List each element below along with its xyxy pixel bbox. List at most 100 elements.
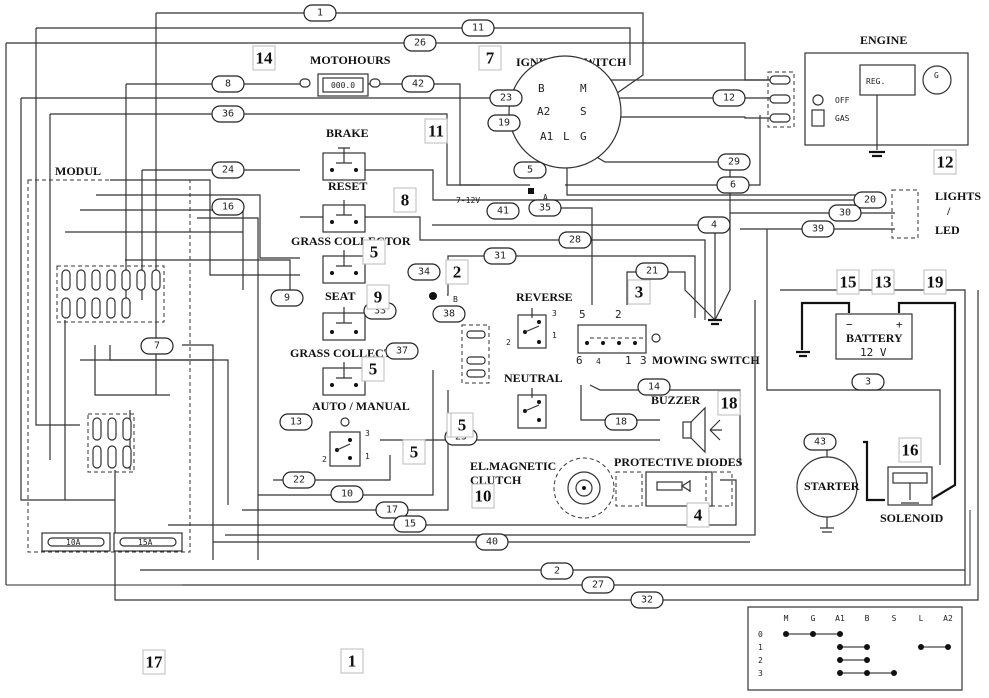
wire-label: 26: [403, 34, 437, 52]
svg-text:GAS: GAS: [835, 114, 850, 123]
svg-text:REG.: REG.: [866, 77, 885, 86]
table-contact-dot: [864, 670, 870, 676]
table-contact-dot: [864, 644, 870, 650]
svg-text:9: 9: [284, 293, 290, 304]
svg-text:35: 35: [539, 203, 551, 214]
svg-text:34: 34: [418, 267, 430, 278]
starter: STARTER: [796, 440, 885, 533]
svg-text:15: 15: [404, 519, 416, 530]
svg-text:14: 14: [256, 49, 274, 68]
wire-label: 38: [432, 305, 466, 323]
engine: ENGINE REG. G OFF GAS: [767, 33, 969, 158]
callout-number: 18: [717, 390, 741, 416]
wire-label: 1: [303, 4, 337, 22]
svg-text:STARTER: STARTER: [804, 479, 860, 493]
reset-switch: RESET: [322, 179, 367, 233]
wire-label: 16: [211, 198, 245, 216]
svg-text:8: 8: [401, 191, 410, 210]
wire-label: 29: [717, 153, 751, 171]
el-magnetic-clutch: EL.MAGNETIC CLUTCH: [470, 457, 615, 519]
mowing-switch: 5 2 6 4 1 3 MOWING SWITCH: [576, 308, 760, 367]
svg-text:32: 32: [641, 595, 653, 606]
callout-number: 5: [362, 239, 386, 265]
wire-label: 36: [211, 105, 245, 123]
svg-text:26: 26: [414, 38, 426, 49]
callout-number: 8: [393, 187, 417, 213]
svg-text:30: 30: [839, 208, 851, 219]
callout-number: 13: [871, 269, 895, 295]
wire-label: 3: [851, 373, 885, 391]
wire-label: 30: [828, 204, 862, 222]
svg-text:A2: A2: [537, 105, 550, 118]
wire-label: 37: [385, 342, 419, 360]
callout-number: 9: [366, 284, 390, 310]
svg-text:5: 5: [579, 308, 586, 321]
svg-text:EL.MAGNETIC: EL.MAGNETIC: [470, 459, 556, 473]
svg-text:M: M: [580, 82, 587, 95]
connector-2: [461, 324, 490, 384]
wire-label: 21: [635, 262, 669, 280]
svg-text:+: +: [896, 318, 903, 331]
svg-text:13: 13: [290, 417, 302, 428]
svg-text:40: 40: [486, 537, 498, 548]
svg-text:1: 1: [317, 8, 323, 19]
lights-connector: LIGHTS / LED: [891, 189, 981, 239]
wire-label: 9: [270, 289, 304, 307]
svg-text:29: 29: [728, 157, 740, 168]
wire-label: 43: [803, 433, 837, 451]
svg-text:7-12V: 7-12V: [456, 196, 480, 205]
svg-text:RESET: RESET: [328, 179, 367, 193]
svg-text:10: 10: [475, 487, 492, 506]
svg-text:8: 8: [225, 79, 231, 90]
svg-text:−: −: [846, 318, 853, 331]
junction-b: B: [429, 292, 458, 304]
svg-text:BATTERY: BATTERY: [846, 331, 903, 345]
ignition-switch: IGNITION SWITCH B M A2 S A1 L G: [508, 55, 627, 169]
svg-text:11: 11: [472, 23, 484, 34]
wire-label: 4: [697, 216, 731, 234]
table-row-label: 2: [758, 656, 763, 665]
wire-label: 12: [712, 89, 746, 107]
svg-text:15: 15: [840, 273, 857, 292]
table-column-header: G: [811, 614, 816, 623]
svg-text:17: 17: [146, 653, 164, 672]
svg-text:REVERSE: REVERSE: [516, 290, 573, 304]
wire-label: 11: [461, 19, 495, 37]
callout-number: 16: [898, 437, 922, 463]
callout-number: 14: [252, 45, 276, 71]
modul-label: MODUL: [55, 164, 101, 178]
table-contact-dot: [837, 670, 843, 676]
svg-text:G: G: [934, 71, 939, 80]
svg-text:3: 3: [365, 429, 370, 438]
svg-text:3: 3: [635, 283, 644, 302]
svg-text:B: B: [538, 82, 545, 95]
svg-text:A1: A1: [540, 130, 553, 143]
battery: − + BATTERY 12 V: [796, 301, 957, 501]
svg-text:5: 5: [527, 165, 533, 176]
svg-text:18: 18: [721, 394, 738, 413]
table-column-header: L: [919, 614, 924, 623]
svg-text:16: 16: [902, 441, 919, 460]
svg-text:4: 4: [596, 357, 601, 366]
table-contact-dot: [837, 631, 843, 637]
svg-text:17: 17: [386, 505, 398, 516]
svg-text:G: G: [580, 130, 587, 143]
svg-text:B: B: [453, 295, 458, 304]
svg-text:2: 2: [453, 263, 462, 282]
wire-label: 34: [407, 263, 441, 281]
svg-text:1: 1: [552, 331, 557, 340]
callout-number: 7: [478, 45, 502, 71]
wire-label: 27: [581, 576, 615, 594]
brake-switch: BRAKE: [322, 126, 369, 181]
svg-text:2: 2: [615, 308, 622, 321]
table-row-label: 1: [758, 643, 763, 652]
svg-text:LIGHTS: LIGHTS: [935, 189, 981, 203]
svg-text:15A: 15A: [138, 538, 153, 547]
buzzer: BUZZER: [651, 393, 722, 454]
callout-number: 5: [402, 439, 426, 465]
svg-text:7: 7: [154, 341, 160, 352]
svg-text:19: 19: [927, 273, 944, 292]
svg-text:3: 3: [552, 309, 557, 318]
wire-label: 13: [279, 413, 313, 431]
